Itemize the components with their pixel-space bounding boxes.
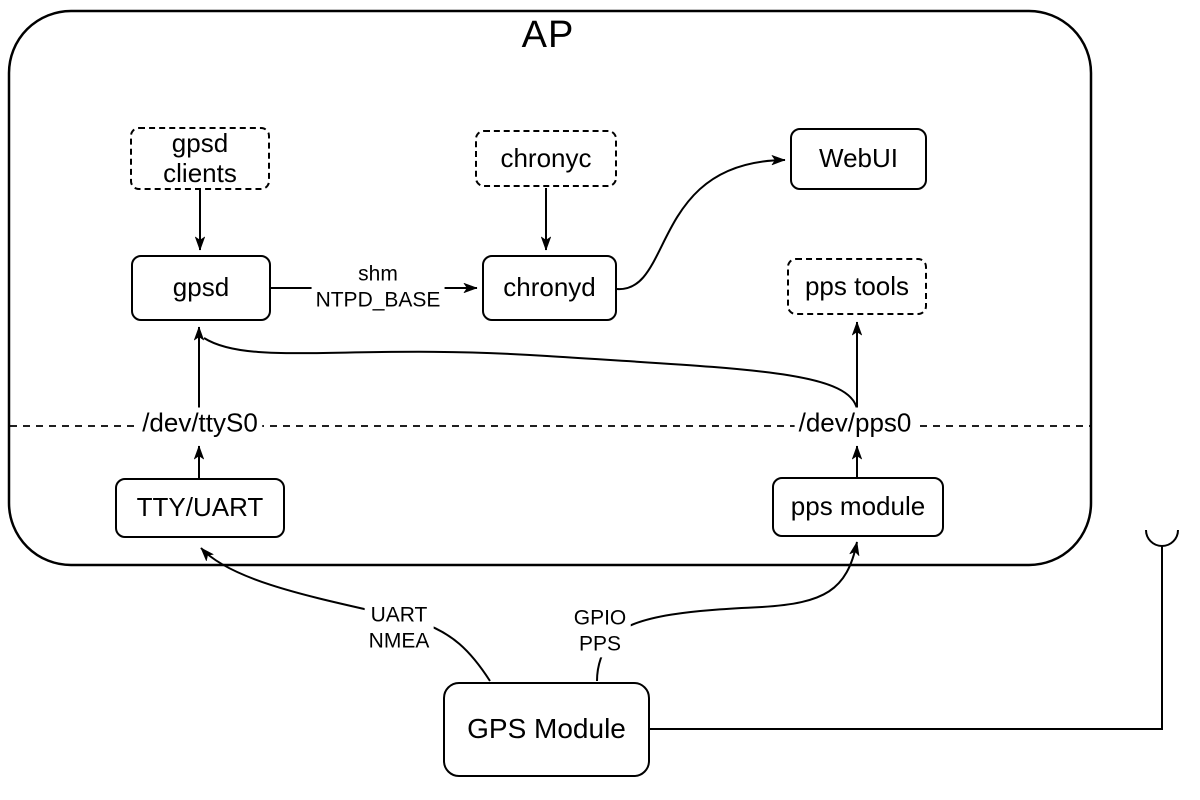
- device-label-dev-ttys0: /dev/ttyS0: [138, 407, 262, 439]
- ap-title: AP: [521, 14, 575, 56]
- edge-gpsmodule-ppsmodule: [596, 541, 860, 682]
- edge-devpps0-gpsd-curve: [203, 337, 858, 410]
- edge-label-gpio-line2: PPS: [578, 632, 622, 655]
- node-gps-module: GPS Module: [443, 682, 650, 777]
- ap-container-box: [7, 9, 1093, 567]
- edge-label-uart-nmea: UART NMEA: [364, 601, 434, 655]
- device-label-dev-pps0: /dev/pps0: [794, 407, 916, 439]
- antenna-feed-line: [650, 546, 1163, 730]
- node-gpsd: gpsd: [131, 255, 271, 321]
- node-tty-uart: TTY/UART: [115, 478, 285, 538]
- edge-label-shm-line1: shm: [358, 262, 398, 286]
- node-chronyd: chronyd: [482, 255, 617, 321]
- edge-label-gpio-line1: GPIO: [573, 606, 627, 630]
- edge-label-uart-line1: UART: [370, 603, 428, 627]
- edge-label-gpio-pps: GPIO PPS: [569, 604, 631, 658]
- node-webui: WebUI: [790, 128, 927, 190]
- edge-label-shm-ntpd-base: shm NTPD_BASE: [311, 260, 445, 314]
- edge-chronyd-webui: [616, 155, 786, 291]
- node-pps-module: pps module: [772, 477, 944, 537]
- edge-label-uart-line2: NMEA: [368, 629, 430, 652]
- edge-gpsmodule-ttyuart: [200, 547, 491, 682]
- node-chronyc: chronyc: [475, 130, 617, 187]
- edge-label-shm-line2: NTPD_BASE: [315, 288, 441, 311]
- antenna-icon: [1145, 529, 1179, 547]
- node-pps-tools: pps tools: [787, 258, 927, 315]
- node-gpsd-clients: gpsd clients: [130, 127, 270, 190]
